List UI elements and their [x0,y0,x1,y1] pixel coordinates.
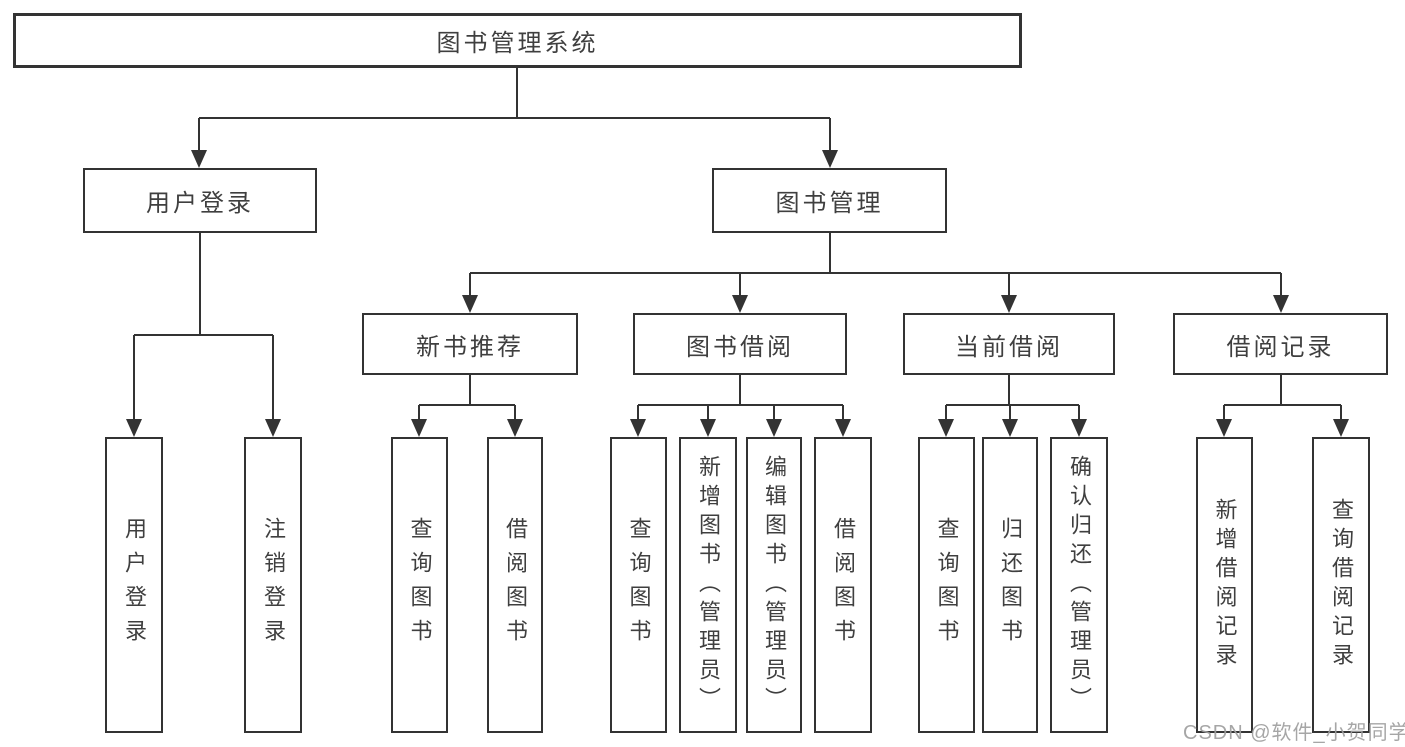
leaf-label: 借阅图书 [503,517,528,653]
node-book-management: 图书管理 [712,168,947,233]
leaf-query-books-borrowing: 查询图书 [610,437,667,733]
leaf-confirm-return-admin: 确认归还（管理员） [1050,437,1108,733]
leaf-label: 新增借阅记录 [1212,498,1238,672]
connector-current-borrow-to-leaves [945,375,1080,420]
leaf-label: 查询图书 [626,517,652,653]
node-user-login: 用户登录 [83,168,317,233]
node-label: 新书推荐 [416,333,524,361]
leaf-label: 用户登录 [122,517,147,653]
node-label: 图书借阅 [686,333,794,361]
leaf-borrow-books-recommend: 借阅图书 [487,437,543,733]
node-current-borrowing: 当前借阅 [903,313,1115,375]
connector-user-login-to-leaves [133,233,274,420]
leaf-label: 查询图书 [934,517,960,653]
connector-root-to-level2 [198,68,831,151]
node-label: 借阅记录 [1226,333,1335,361]
leaf-label: 新增图书（管理员） [696,454,721,716]
node-label: 用户登录 [146,190,254,217]
leaf-return-books: 归还图书 [982,437,1038,733]
leaf-borrow-books-borrowing: 借阅图书 [814,437,872,733]
connector-new-book-to-leaves [418,375,516,420]
leaf-label: 查询图书 [407,517,433,653]
leaf-label: 查询借阅记录 [1329,498,1354,672]
leaf-add-borrow-record: 新增借阅记录 [1196,437,1253,733]
leaf-query-books-current: 查询图书 [918,437,975,733]
leaf-query-borrow-record: 查询借阅记录 [1312,437,1370,733]
leaf-edit-books-admin: 编辑图书（管理员） [746,437,802,733]
leaf-label: 借阅图书 [831,517,856,653]
node-label: 图书管理系统 [436,30,599,57]
csdn-watermark: CSDN @软件_小贺同学 [1183,722,1405,744]
leaf-label: 编辑图书（管理员） [762,454,787,716]
leaf-label: 注销登录 [261,517,286,653]
node-new-book-recommendation: 新书推荐 [362,313,578,375]
leaf-logout: 注销登录 [244,437,302,733]
leaf-label: 确认归还（管理员） [1067,454,1092,716]
connector-borrow-record-to-leaves [1223,375,1342,420]
node-label: 图书管理 [775,190,884,217]
node-borrowing-records: 借阅记录 [1173,313,1388,375]
leaf-add-books-admin: 新增图书（管理员） [679,437,737,733]
node-book-borrowing: 图书借阅 [633,313,847,375]
leaf-query-books-recommend: 查询图书 [391,437,448,733]
node-label: 当前借阅 [955,333,1063,361]
node-library-management-system: 图书管理系统 [13,13,1022,68]
connector-book-borrow-to-leaves [637,375,844,420]
leaf-user-login: 用户登录 [105,437,163,733]
leaf-label: 归还图书 [998,517,1023,653]
connector-book-mgmt-to-level3 [469,233,1282,296]
